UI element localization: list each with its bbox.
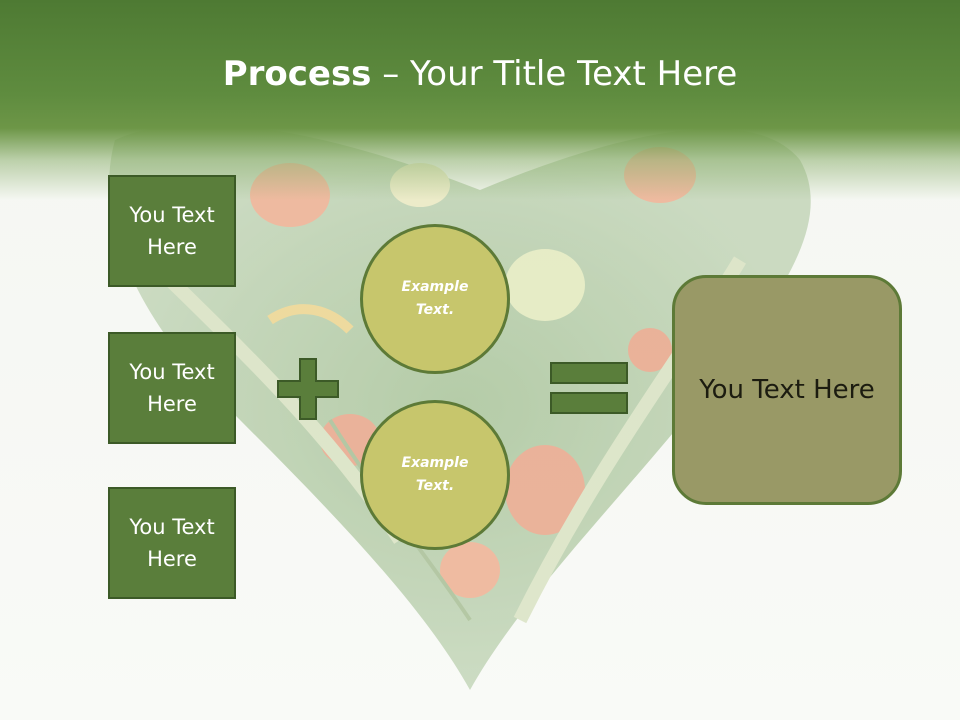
slide-title: Process – Your Title Text Here	[0, 52, 960, 96]
text-box-1[interactable]: You Text Here	[108, 175, 236, 287]
result-box[interactable]: You Text Here	[672, 275, 902, 505]
title-rest: – Your Title Text Here	[371, 54, 738, 94]
text-box-3[interactable]: You Text Here	[108, 487, 236, 599]
text-box-2[interactable]: You Text Here	[108, 332, 236, 444]
circle-label: Example Text.	[401, 279, 469, 318]
text-box-label: You Text Here	[129, 203, 215, 259]
header-band	[0, 0, 960, 200]
result-label: You Text Here	[699, 375, 875, 405]
circle-label: Example Text.	[401, 455, 469, 494]
example-circle-1[interactable]: Example Text.	[360, 224, 510, 374]
text-box-label: You Text Here	[129, 360, 215, 416]
text-box-label: You Text Here	[129, 515, 215, 571]
equals-icon	[550, 362, 628, 414]
example-circle-2[interactable]: Example Text.	[360, 400, 510, 550]
title-bold: Process	[222, 54, 372, 94]
plus-icon	[277, 358, 339, 420]
